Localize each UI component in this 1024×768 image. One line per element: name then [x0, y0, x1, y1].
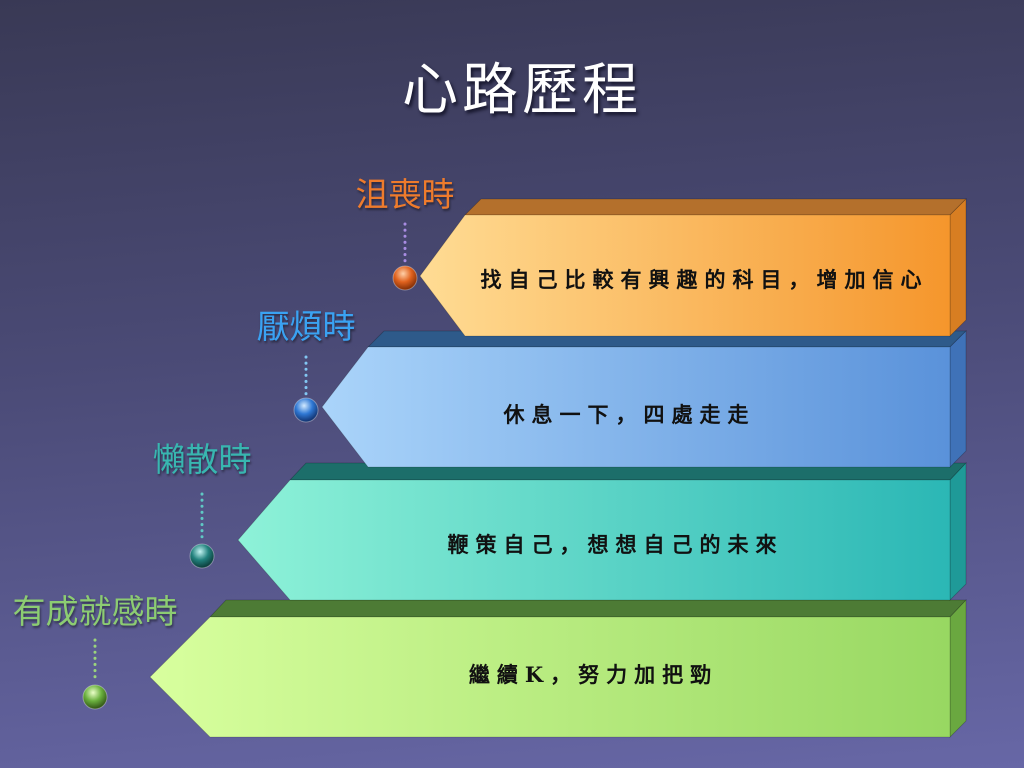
step-2-bar-front-face: [321, 346, 951, 468]
step-3-label: 懶散時: [152, 440, 252, 479]
step-4-label: 有成就感時: [12, 592, 178, 631]
slide-title: 心路歷程: [402, 58, 642, 123]
step-1-bar-front-face: [419, 214, 951, 337]
step-2-action-text: 休息一下，四處走走: [503, 402, 756, 427]
step-4-bar-side-face: [949, 598, 967, 738]
step-3-bar-side-face: [949, 461, 967, 601]
step-4-bar-front-face: [149, 616, 951, 738]
step-1-bar-top-face: [464, 198, 967, 216]
step-1-action-text: 找自己比較有興趣的科目，增加信心: [480, 267, 929, 292]
step-4-action-text: 繼續K，努力加把勁: [468, 662, 719, 687]
step-1-bar: [419, 198, 967, 337]
step-3-bead-icon: [189, 543, 215, 569]
step-2-bar-side-face: [949, 330, 967, 468]
step-2-label: 厭煩時: [256, 307, 356, 346]
step-4-bead-icon: [82, 684, 108, 710]
step-2-bar: [321, 330, 967, 468]
step-3-bar: [237, 461, 967, 601]
step-1-bar-side-face: [949, 198, 967, 337]
step-3-bar-front-face: [237, 479, 951, 601]
step-4-bar-top-face: [209, 599, 967, 618]
step-4-bar: [149, 598, 967, 738]
step-1-label: 沮喪時: [355, 175, 455, 214]
step-1-bead-icon: [392, 265, 418, 291]
step-3-action-text: 鞭策自己，想想自己的未來: [447, 532, 784, 557]
step-2-bead-icon: [293, 397, 319, 423]
